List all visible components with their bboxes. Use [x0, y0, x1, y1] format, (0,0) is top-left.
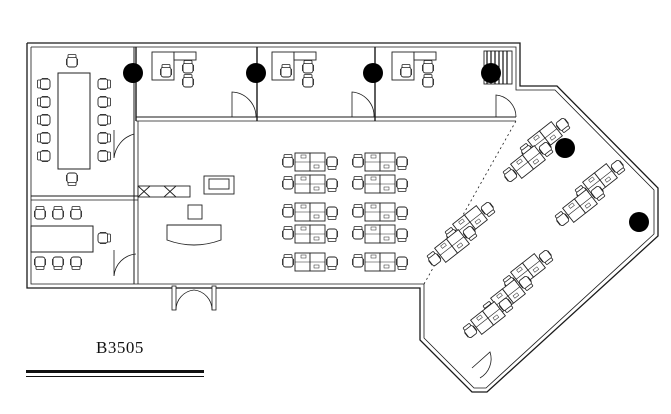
open-workstations: [283, 153, 408, 271]
meeting-table: [30, 206, 111, 270]
label-underline-thin: [26, 376, 204, 377]
columns: [123, 63, 649, 232]
private-office-desks: [152, 52, 436, 87]
label-underline: [26, 370, 204, 373]
doors: [113, 91, 517, 379]
reception: [137, 175, 235, 246]
unit-label: B3505: [96, 338, 144, 357]
wing-workstations: [425, 114, 627, 342]
conference-table: [37, 54, 111, 186]
